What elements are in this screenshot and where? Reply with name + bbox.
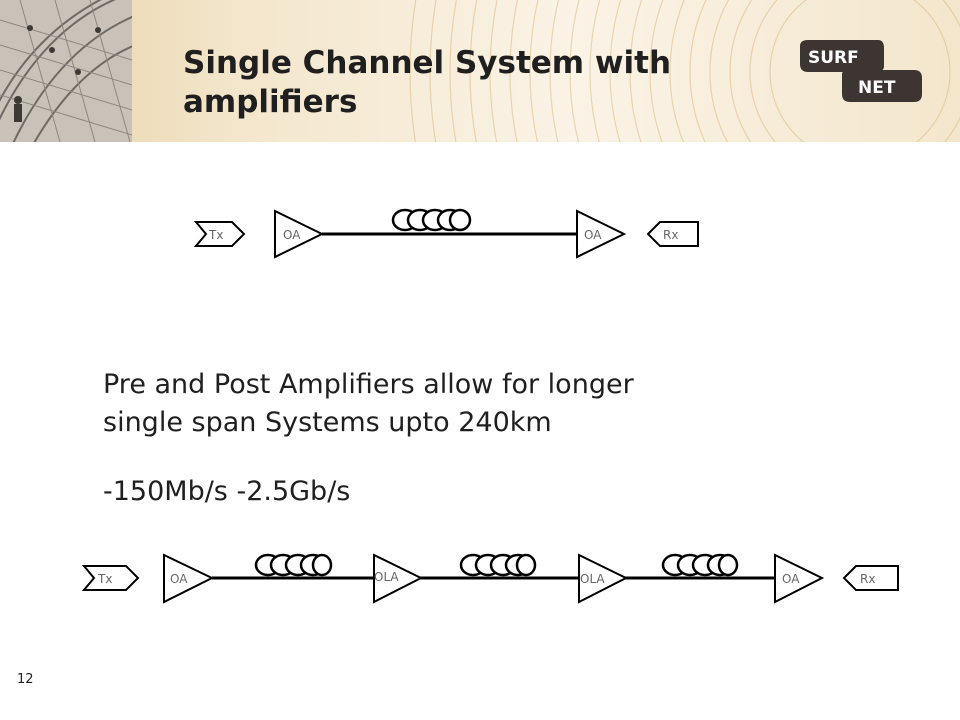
line-amplifier-triangle	[578, 553, 629, 604]
amplifier-triangle	[576, 209, 627, 259]
fiber-spool-icon	[459, 553, 537, 577]
body-line-1: Pre and Post Amplifiers allow for longer	[103, 369, 634, 400]
amplifier-triangle	[163, 553, 215, 604]
bottom-amp2-label: OLA	[374, 570, 399, 584]
logo-word-net: NET	[858, 78, 896, 98]
bottom-amp1-label: OA	[170, 572, 188, 586]
bottom-tx-label: Tx	[97, 572, 112, 586]
rx-block	[646, 221, 699, 247]
top-link-diagram: Tx OA OA Rx	[193, 208, 699, 259]
bottom-amp3-label: OLA	[580, 572, 605, 586]
bottom-rx-label: Rx	[860, 572, 875, 586]
bit-rate-text: -150Mb/s -2.5Gb/s	[103, 476, 351, 507]
header-band: Single Channel System with amplifiers SU…	[0, 0, 960, 142]
page-number: 12	[17, 672, 34, 687]
surfnet-logo: SURF NET	[800, 40, 922, 102]
amplifier-triangle	[274, 209, 325, 259]
logo-word-surf: SURF	[808, 48, 859, 68]
fiber-spool-icon	[391, 208, 472, 232]
fiber-spool-icon	[254, 553, 333, 577]
decorative-rings	[409, 0, 960, 142]
fiber-spool-icon	[661, 553, 739, 577]
bottom-amp4-label: OA	[782, 572, 800, 586]
body-line-2: single span Systems upto 240km	[103, 407, 552, 438]
top-amp2-label: OA	[584, 228, 602, 242]
slide-title: Single Channel System with amplifiers	[183, 45, 672, 120]
bottom-link-diagram: Tx OA OLA OLA OA	[81, 553, 899, 604]
tx-block	[81, 565, 140, 591]
top-tx-label: Tx	[208, 228, 223, 242]
rx-block	[842, 565, 899, 591]
header-photo	[0, 0, 132, 142]
top-amp1-label: OA	[283, 228, 301, 242]
top-rx-label: Rx	[663, 228, 678, 242]
tx-block	[193, 221, 246, 247]
body-text: Pre and Post Amplifiers allow for longer…	[103, 366, 823, 442]
amplifier-triangle	[774, 553, 825, 604]
line-amplifier-triangle	[373, 553, 424, 604]
